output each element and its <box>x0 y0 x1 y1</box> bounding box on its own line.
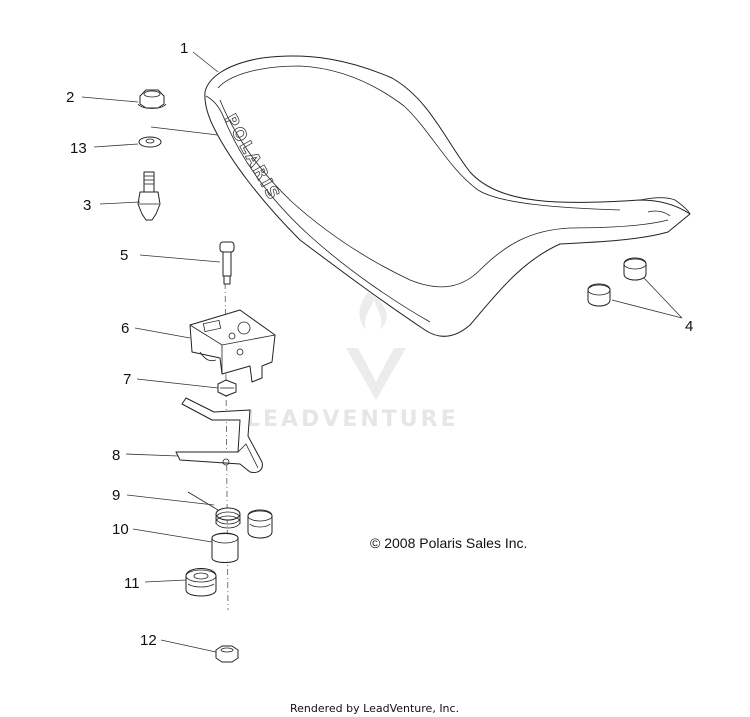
callout-7: 7 <box>123 371 131 388</box>
callout-10: 10 <box>112 521 129 538</box>
callout-6: 6 <box>121 320 129 337</box>
seat-part-1: POLARIS <box>204 55 691 337</box>
flange-nut-part-2 <box>137 89 167 109</box>
shoulder-bolt-part-5 <box>219 241 235 285</box>
watermark-v-icon <box>346 348 406 400</box>
callout-4: 4 <box>685 318 693 335</box>
grommet-spare <box>247 509 273 539</box>
latch-plate-part-8 <box>175 397 263 473</box>
callout-9: 9 <box>112 487 120 504</box>
watermark-text: LEADVENTURE <box>246 407 459 432</box>
callout-8: 8 <box>112 447 120 464</box>
leader-lines <box>81 51 683 653</box>
copyright-text: © 2008 Polaris Sales Inc. <box>370 535 527 551</box>
footer-text: Rendered by LeadVenture, Inc. <box>290 702 459 715</box>
callout-3: 3 <box>83 197 91 214</box>
spring-part-9 <box>187 491 241 529</box>
callout-12: 12 <box>140 632 157 649</box>
callout-labels: 1 2 13 3 5 6 7 8 9 10 11 12 4 <box>66 40 693 649</box>
callout-2: 2 <box>66 89 74 106</box>
bumpers-part-4 <box>587 257 647 307</box>
callout-13: 13 <box>70 140 87 157</box>
clip-part-7 <box>217 379 237 397</box>
leadventure-watermark: LEADVENTURE <box>246 292 459 432</box>
stud-part-3 <box>137 171 161 221</box>
grommet-part-11 <box>185 568 217 597</box>
callout-1: 1 <box>180 40 188 57</box>
callout-5: 5 <box>120 247 128 264</box>
bracket-part-6 <box>189 309 276 383</box>
bushing-part-10 <box>211 532 239 563</box>
watermark-flame-icon <box>359 292 387 330</box>
washer-part-13 <box>138 136 162 148</box>
nut-part-12 <box>215 645 239 663</box>
callout-11: 11 <box>124 575 140 592</box>
